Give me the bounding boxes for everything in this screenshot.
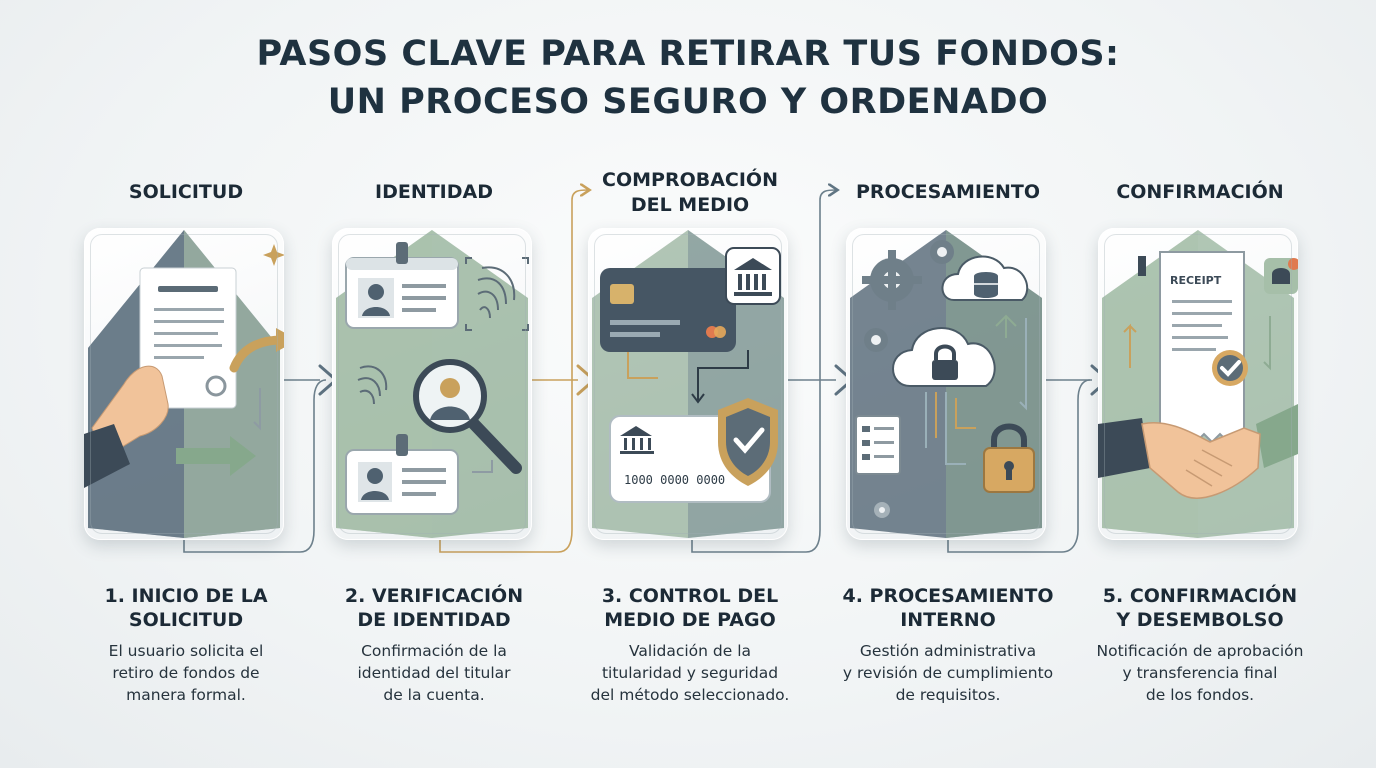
step-3-card: 1000 0000 0000 (588, 228, 788, 540)
credit-card-icon (600, 268, 736, 352)
step-5-illustration: RECEIPT (1098, 230, 1298, 538)
fingerprint-icon (465, 257, 529, 331)
bank-icon (725, 247, 781, 305)
hand-icon (84, 365, 169, 488)
id-card-icon (345, 242, 459, 329)
step-2-label: IDENTIDAD (375, 181, 493, 203)
curved-arrow-icon (229, 335, 284, 373)
step-3-illustration: 1000 0000 0000 (592, 230, 784, 538)
bell-notification-icon (1264, 258, 1298, 294)
check-badge-icon (1212, 350, 1248, 386)
step-4-description: Gestión administrativa y revisión de cum… (842, 642, 1054, 704)
seal-icon (205, 375, 227, 397)
step-3-label: COMPROBACIÓN DEL MEDIO (602, 169, 778, 216)
step-4: PROCESAMIENTO (828, 0, 1068, 768)
magnifier-icon (413, 359, 522, 474)
shield-check-icon (718, 398, 778, 486)
fingerprint-icon (357, 365, 388, 405)
card-number: 1000 0000 0000 (624, 473, 725, 487)
step-5-label: CONFIRMACIÓN (1116, 181, 1284, 203)
step-2-card (332, 228, 532, 540)
step-5-description: Notificación de aprobación y transferenc… (1096, 642, 1304, 704)
user-icon (440, 378, 460, 398)
step-3-heading: 3. CONTROL DEL MEDIO DE PAGO (601, 585, 779, 631)
step-1-heading: 1. INICIO DE LA SOLICITUD (104, 585, 268, 631)
step-5-card: RECEIPT (1098, 228, 1298, 540)
bank-card-icon: 1000 0000 0000 (609, 415, 771, 503)
page-title: PASOS CLAVE PARA RETIRAR TUS FONDOS: UN … (0, 30, 1376, 126)
cloud-lock-icon (892, 327, 996, 387)
handshake-icon (1098, 404, 1298, 499)
gear-icon (874, 502, 890, 518)
receipt-icon: RECEIPT (1138, 251, 1245, 445)
step-1-label: SOLICITUD (128, 181, 244, 203)
step-1-description: El usuario solicita el retiro de fondos … (108, 642, 264, 704)
right-arrow-icon (176, 436, 256, 476)
step-2-heading: 2. VERIFICACIÓN DE IDENTIDAD (344, 585, 524, 631)
step-4-label: PROCESAMIENTO (856, 181, 1040, 203)
id-card-icon (345, 434, 459, 515)
cloud-database-icon (941, 255, 1029, 301)
step-1: SOLICITUD (66, 0, 306, 768)
step-1-illustration (84, 230, 284, 538)
document-icon (139, 267, 237, 409)
step-3-description: Validación de la titularidad y seguridad… (590, 642, 790, 704)
gear-icon (862, 240, 954, 352)
step-5-heading: 5. CONFIRMACIÓN Y DESEMBOLSO (1102, 585, 1298, 631)
receipt-label: RECEIPT (1170, 274, 1222, 287)
padlock-icon (983, 423, 1035, 493)
step-2: IDENTIDAD (314, 0, 554, 768)
step-3: COMPROBACIÓN DEL MEDIO (570, 0, 810, 768)
step-5: CONFIRMACIÓN RECEIPT (1080, 0, 1320, 768)
sparkle-icon (263, 244, 284, 266)
step-1-card (84, 228, 284, 540)
step-4-card (846, 228, 1046, 540)
checklist-icon (855, 415, 901, 475)
step-2-description: Confirmación de la identidad del titular… (357, 642, 511, 704)
step-4-illustration (850, 230, 1042, 538)
title-line-2: UN PROCESO SEGURO Y ORDENADO (327, 82, 1049, 122)
step-4-heading: 4. PROCESAMIENTO INTERNO (842, 585, 1054, 631)
title-line-1: PASOS CLAVE PARA RETIRAR TUS FONDOS: (256, 34, 1120, 74)
flow-lines (925, 392, 976, 465)
step-2-illustration (336, 230, 529, 538)
